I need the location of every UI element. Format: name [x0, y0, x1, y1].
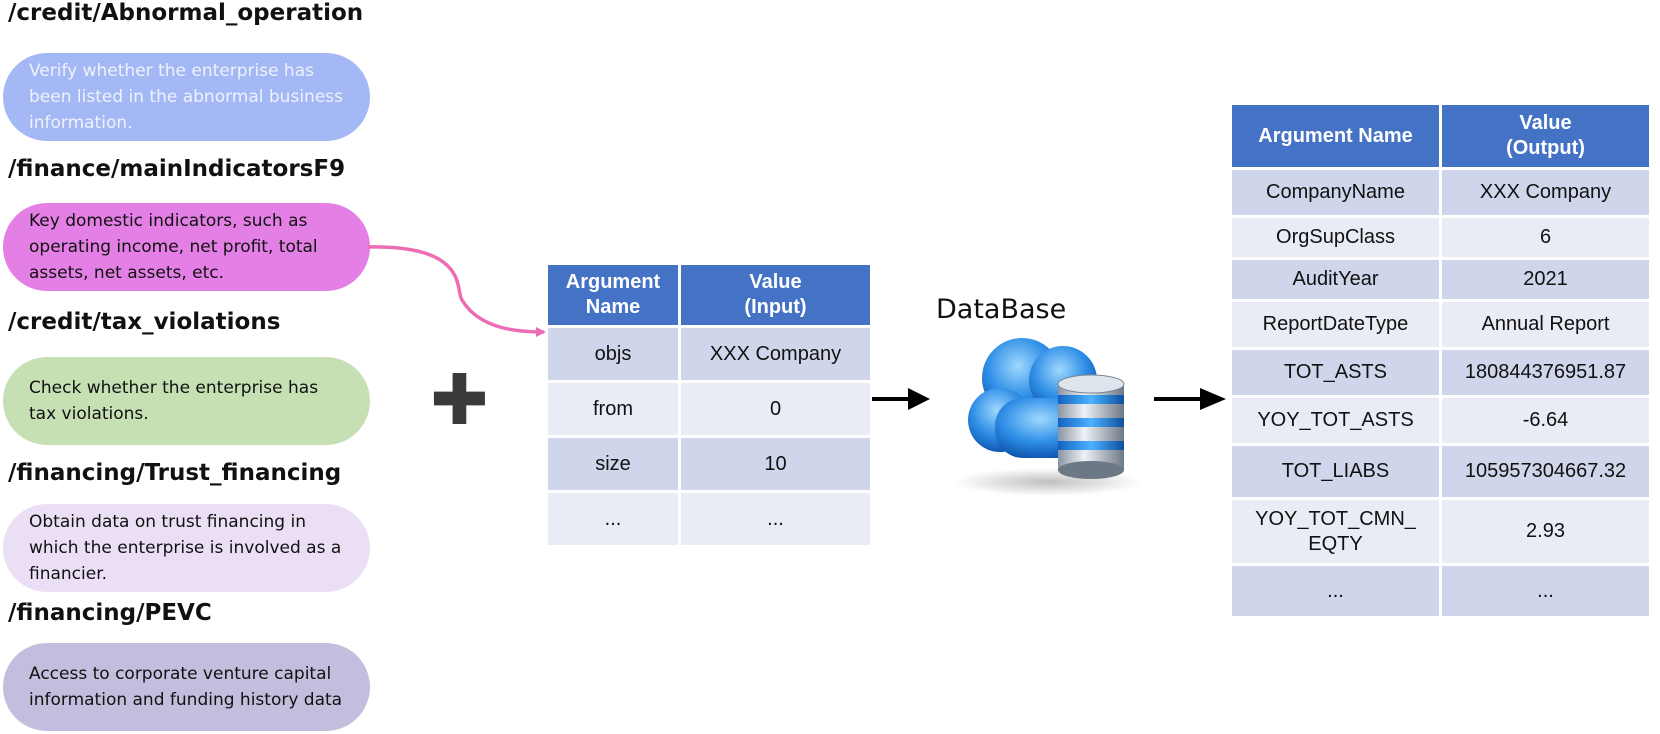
output-cell-value: Annual Report [1442, 302, 1649, 347]
table-row: ReportDateType Annual Report [1232, 302, 1649, 347]
database-label: DataBase [936, 294, 1067, 325]
arrow-to-database [872, 388, 930, 410]
endpoint-description-pevc: Access to corporate venture capital info… [3, 643, 370, 731]
table-row: TOT_ASTS 180844376951.87 [1232, 350, 1649, 395]
output-cell-name: ReportDateType [1232, 302, 1439, 347]
endpoint-title-tax-violations: /credit/tax_violations [8, 309, 281, 335]
output-cell-name: AuditYear [1232, 260, 1439, 299]
output-cell-name: TOT_LIABS [1232, 446, 1439, 497]
endpoint-description-text: Key domestic indicators, such as operati… [29, 211, 318, 283]
table-row: size 10 [548, 438, 870, 490]
output-cell-value: 180844376951.87 [1442, 350, 1649, 395]
endpoint-description-text: Obtain data on trust financing in which … [29, 512, 342, 584]
table-row: objs XXX Company [548, 328, 870, 380]
table-row: ... ... [548, 493, 870, 545]
output-cell-name: ... [1232, 566, 1439, 616]
arrow-to-output [1154, 388, 1226, 410]
input-cell-name: from [548, 383, 678, 435]
output-cell-name: OrgSupClass [1232, 218, 1439, 257]
table-row: OrgSupClass 6 [1232, 218, 1649, 257]
input-cell-name: size [548, 438, 678, 490]
input-cell-name: objs [548, 328, 678, 380]
input-cell-value: ... [681, 493, 870, 545]
input-cell-name: ... [548, 493, 678, 545]
table-row: from 0 [548, 383, 870, 435]
input-cell-value: 10 [681, 438, 870, 490]
endpoint-title-abnormal-operation: /credit/Abnormal_operation [8, 0, 364, 26]
table-row: YOY_TOT_ASTS -6.64 [1232, 398, 1649, 443]
output-arguments-table: Argument Name Value(Output) CompanyName … [1229, 102, 1652, 619]
output-cell-value: 6 [1442, 218, 1649, 257]
plus-icon: ✚ [430, 359, 489, 441]
endpoint-description-trust-financing: Obtain data on trust financing in which … [3, 504, 370, 592]
output-cell-name: YOY_TOT_CMN_EQTY [1232, 500, 1439, 563]
table-row: YOY_TOT_CMN_EQTY 2.93 [1232, 500, 1649, 563]
output-cell-value: -6.64 [1442, 398, 1649, 443]
input-cell-value: XXX Company [681, 328, 870, 380]
endpoint-description-abnormal-operation: Verify whether the enterprise has been l… [3, 53, 370, 141]
output-cell-name: YOY_TOT_ASTS [1232, 398, 1439, 443]
input-cell-value: 0 [681, 383, 870, 435]
output-cell-value: ... [1442, 566, 1649, 616]
output-cell-value: XXX Company [1442, 170, 1649, 215]
table-row: CompanyName XXX Company [1232, 170, 1649, 215]
endpoint-description-text: Access to corporate venture capital info… [29, 664, 343, 710]
endpoint-description-tax-violations: Check whether the enterprise has tax vio… [3, 357, 370, 445]
endpoint-title-pevc: /financing/PEVC [8, 600, 212, 626]
output-header-argument-name: Argument Name [1232, 105, 1439, 167]
table-row: ... ... [1232, 566, 1649, 616]
endpoint-title-trust-financing: /financing/Trust_financing [8, 460, 342, 486]
output-cell-name: TOT_ASTS [1232, 350, 1439, 395]
output-cell-value: 2021 [1442, 260, 1649, 299]
output-cell-name: CompanyName [1232, 170, 1439, 215]
endpoint-title-main-indicators: /finance/mainIndicatorsF9 [8, 156, 346, 182]
cloud-database-icon [953, 338, 1143, 496]
endpoint-description-main-indicators: Key domestic indicators, such as operati… [3, 203, 370, 291]
input-header-value: Value(Input) [681, 265, 870, 325]
table-row: TOT_LIABS 105957304667.32 [1232, 446, 1649, 497]
pink-connector-arrow [367, 245, 546, 337]
endpoint-description-text: Verify whether the enterprise has been l… [29, 61, 343, 133]
output-cell-value: 105957304667.32 [1442, 446, 1649, 497]
endpoint-description-text: Check whether the enterprise has tax vio… [29, 378, 319, 424]
output-cell-value: 2.93 [1442, 500, 1649, 563]
table-row: AuditYear 2021 [1232, 260, 1649, 299]
output-header-value: Value(Output) [1442, 105, 1649, 167]
